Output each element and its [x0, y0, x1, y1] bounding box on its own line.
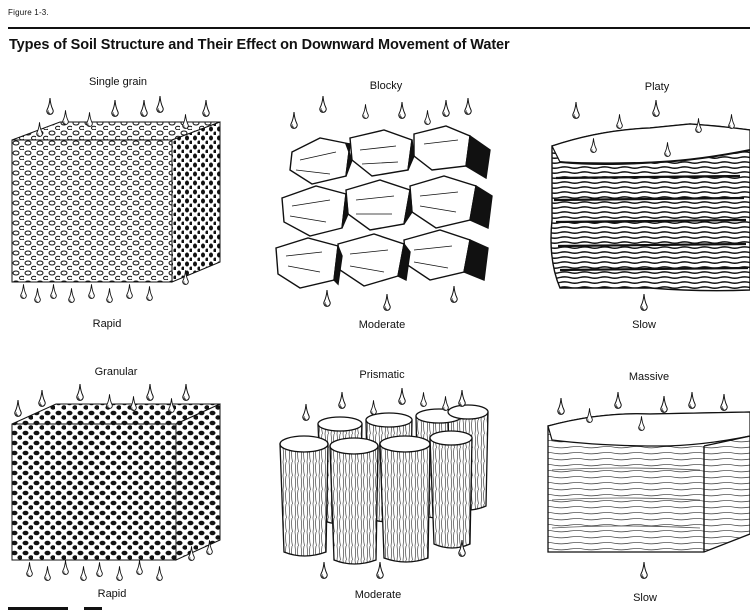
prismatic-block	[280, 405, 488, 564]
footer-rule-left	[8, 607, 68, 610]
granular-block	[12, 404, 220, 560]
footer-rule-short	[84, 607, 102, 610]
blocky-block	[276, 126, 492, 288]
platy-block	[551, 124, 750, 291]
massive-block	[548, 412, 750, 552]
single-grain-block	[12, 122, 220, 282]
